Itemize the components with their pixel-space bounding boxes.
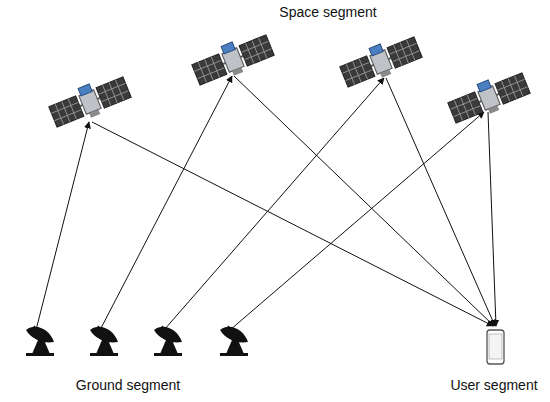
ground-dish-icon: [26, 326, 54, 356]
uplink-arrow: [100, 76, 232, 330]
ground-dish-icon: [90, 326, 118, 356]
uplink-arrow: [230, 112, 484, 330]
downlink-arrow: [92, 122, 493, 326]
uplink-arrow: [36, 122, 89, 330]
ground-dish-icon: [220, 326, 248, 356]
segment-label: User segment: [450, 377, 537, 393]
ground-dish-icon: [154, 326, 182, 356]
satellite-icon: [446, 67, 532, 127]
segment-label: Space segment: [279, 4, 376, 20]
satellite-icon: [47, 71, 133, 131]
segment-label: Ground segment: [76, 377, 180, 393]
downlink-arrow: [488, 112, 496, 326]
phone-screen: [489, 334, 502, 359]
phone-icon: [487, 330, 504, 364]
downlink-arrow: [386, 78, 495, 326]
satellite-icon: [190, 29, 276, 89]
satellite-icon: [338, 31, 424, 91]
